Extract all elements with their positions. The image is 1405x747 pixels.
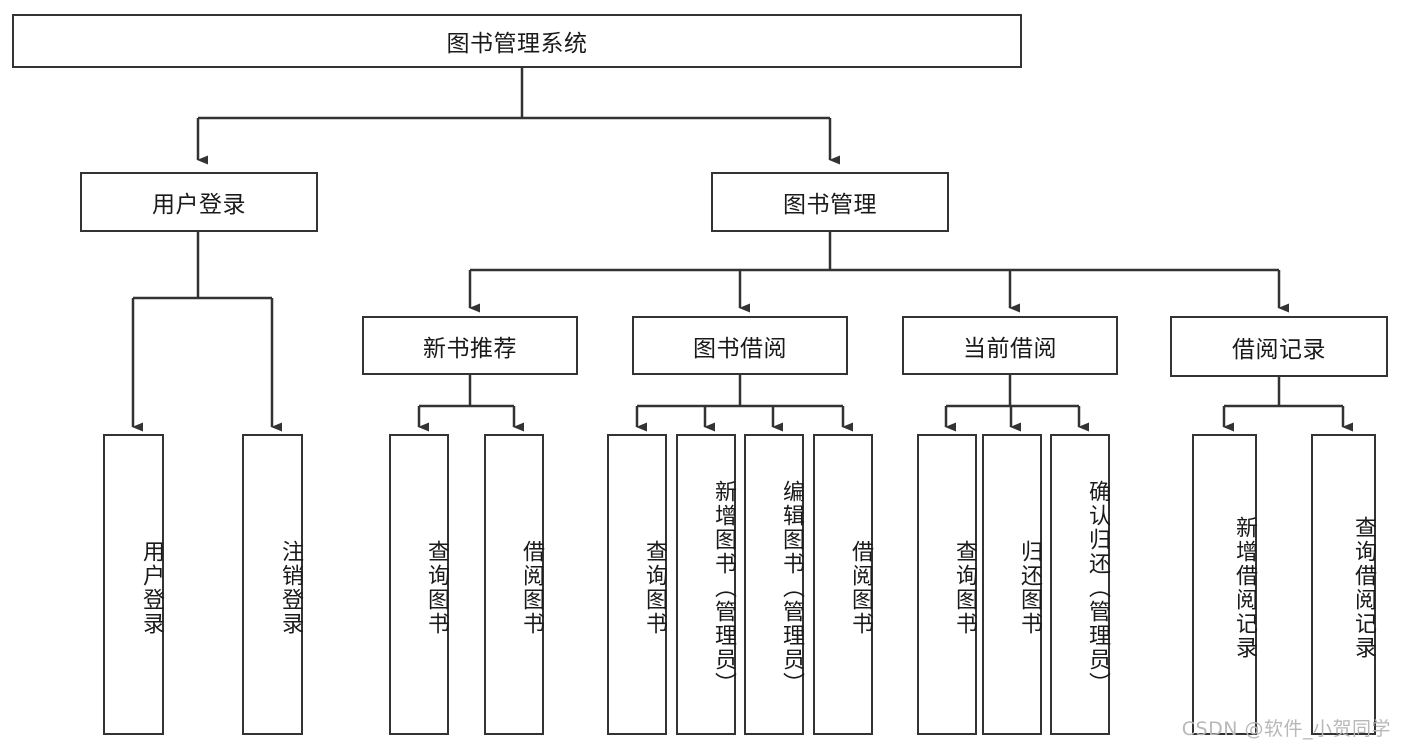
leaf-borrow-book-1-label: 借阅图书 xyxy=(519,539,544,636)
node-book-manage[interactable]: 图书管理 xyxy=(711,172,949,232)
leaf-confirm-return[interactable]: 确认归还（管理员） xyxy=(1050,434,1110,735)
node-user-login-label: 用户登录 xyxy=(152,192,246,218)
node-new-book-recommend[interactable]: 新书推荐 xyxy=(362,316,578,375)
leaf-logout-label: 注销登录 xyxy=(278,539,303,636)
leaf-query-book-1[interactable]: 查询图书 xyxy=(389,434,449,735)
leaf-borrow-book-2[interactable]: 借阅图书 xyxy=(813,434,873,735)
leaf-add-book[interactable]: 新增图书（管理员） xyxy=(676,434,736,735)
node-current-borrow-label: 当前借阅 xyxy=(963,335,1057,362)
leaf-query-record-label: 查询借阅记录 xyxy=(1351,515,1376,660)
leaf-add-book-label: 新增图书（管理员） xyxy=(711,479,736,696)
leaf-edit-book-label: 编辑图书（管理员） xyxy=(779,479,804,696)
leaf-logout[interactable]: 注销登录 xyxy=(242,434,303,735)
node-book-borrow-label: 图书借阅 xyxy=(693,335,787,362)
node-borrow-record-label: 借阅记录 xyxy=(1232,336,1326,363)
leaf-query-book-2-label: 查询图书 xyxy=(642,539,667,636)
node-book-borrow[interactable]: 图书借阅 xyxy=(632,316,848,375)
node-root[interactable]: 图书管理系统 xyxy=(12,14,1022,68)
leaf-edit-book[interactable]: 编辑图书（管理员） xyxy=(744,434,804,735)
leaf-confirm-return-label: 确认归还（管理员） xyxy=(1085,479,1110,696)
leaf-query-book-3-label: 查询图书 xyxy=(952,539,977,636)
node-current-borrow[interactable]: 当前借阅 xyxy=(902,316,1118,375)
leaf-query-book-1-label: 查询图书 xyxy=(424,539,449,636)
leaf-borrow-book-1[interactable]: 借阅图书 xyxy=(484,434,544,735)
leaf-borrow-book-2-label: 借阅图书 xyxy=(848,539,873,636)
leaf-query-book-3[interactable]: 查询图书 xyxy=(917,434,977,735)
leaf-query-book-2[interactable]: 查询图书 xyxy=(607,434,667,735)
node-borrow-record[interactable]: 借阅记录 xyxy=(1170,316,1388,377)
csdn-watermark: CSDN @软件_小贺同学 xyxy=(1181,718,1391,740)
node-book-manage-label: 图书管理 xyxy=(783,192,877,218)
leaf-add-record[interactable]: 新增借阅记录 xyxy=(1192,434,1257,735)
leaf-return-book-label: 归还图书 xyxy=(1017,539,1042,636)
leaf-query-record[interactable]: 查询借阅记录 xyxy=(1311,434,1376,735)
node-user-login[interactable]: 用户登录 xyxy=(80,172,318,232)
leaf-user-login-label: 用户登录 xyxy=(139,539,164,636)
leaf-user-login[interactable]: 用户登录 xyxy=(103,434,164,735)
node-root-label: 图书管理系统 xyxy=(446,31,588,57)
node-new-book-recommend-label: 新书推荐 xyxy=(423,335,517,362)
leaf-add-record-label: 新增借阅记录 xyxy=(1232,515,1257,660)
leaf-return-book[interactable]: 归还图书 xyxy=(982,434,1042,735)
